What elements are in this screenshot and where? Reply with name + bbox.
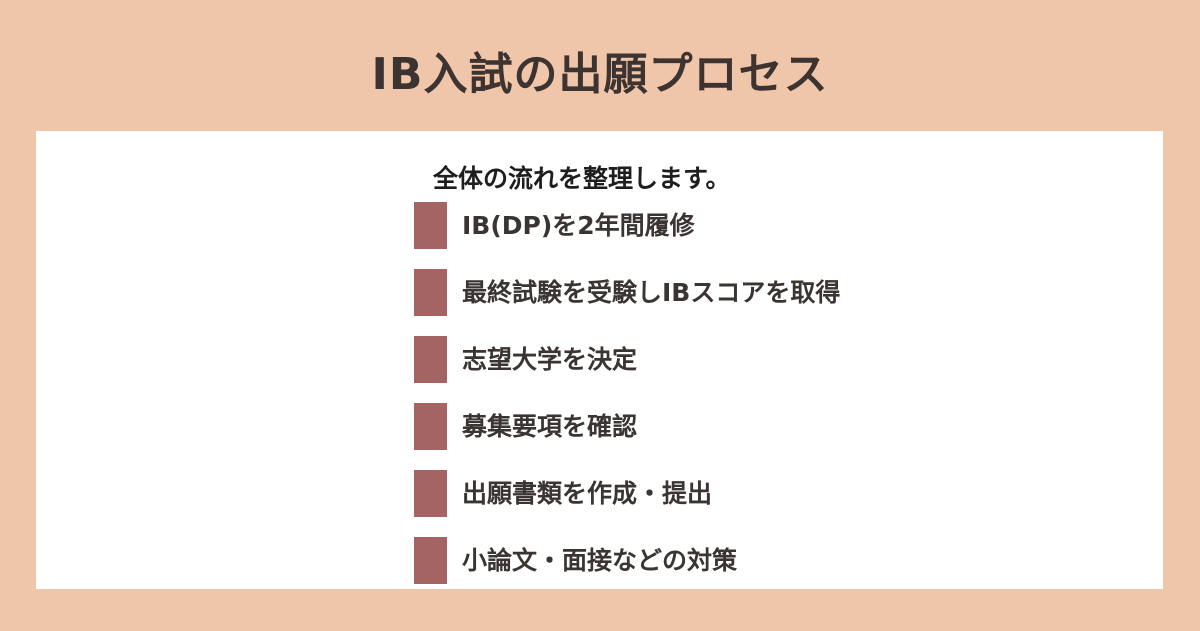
process-step: 募集要項を確認 [414,403,840,450]
step-label: 募集要項を確認 [462,412,638,441]
process-step: 最終試験を受験しIBスコアを取得 [414,269,840,316]
step-label: 小論文・面接などの対策 [462,546,738,575]
step-label: 出願書類を作成・提出 [462,479,713,508]
square-bullet-icon [414,336,447,383]
process-steps-list: IB(DP)を2年間履修 最終試験を受験しIBスコアを取得 志望大学を決定 募集… [414,202,840,604]
process-step: 出願書類を作成・提出 [414,470,840,517]
square-bullet-icon [414,537,447,584]
square-bullet-icon [414,470,447,517]
square-bullet-icon [414,202,447,249]
content-panel [36,131,1163,589]
square-bullet-icon [414,269,447,316]
step-label: IB(DP)を2年間履修 [462,211,695,240]
page-title: IB入試の出願プロセス [371,49,829,100]
step-label: 志望大学を決定 [462,345,638,374]
intro-text: 全体の流れを整理します。 [433,164,731,193]
process-step: 小論文・面接などの対策 [414,537,840,584]
square-bullet-icon [414,403,447,450]
process-step: IB(DP)を2年間履修 [414,202,840,249]
step-label: 最終試験を受験しIBスコアを取得 [462,278,841,307]
process-step: 志望大学を決定 [414,336,840,383]
